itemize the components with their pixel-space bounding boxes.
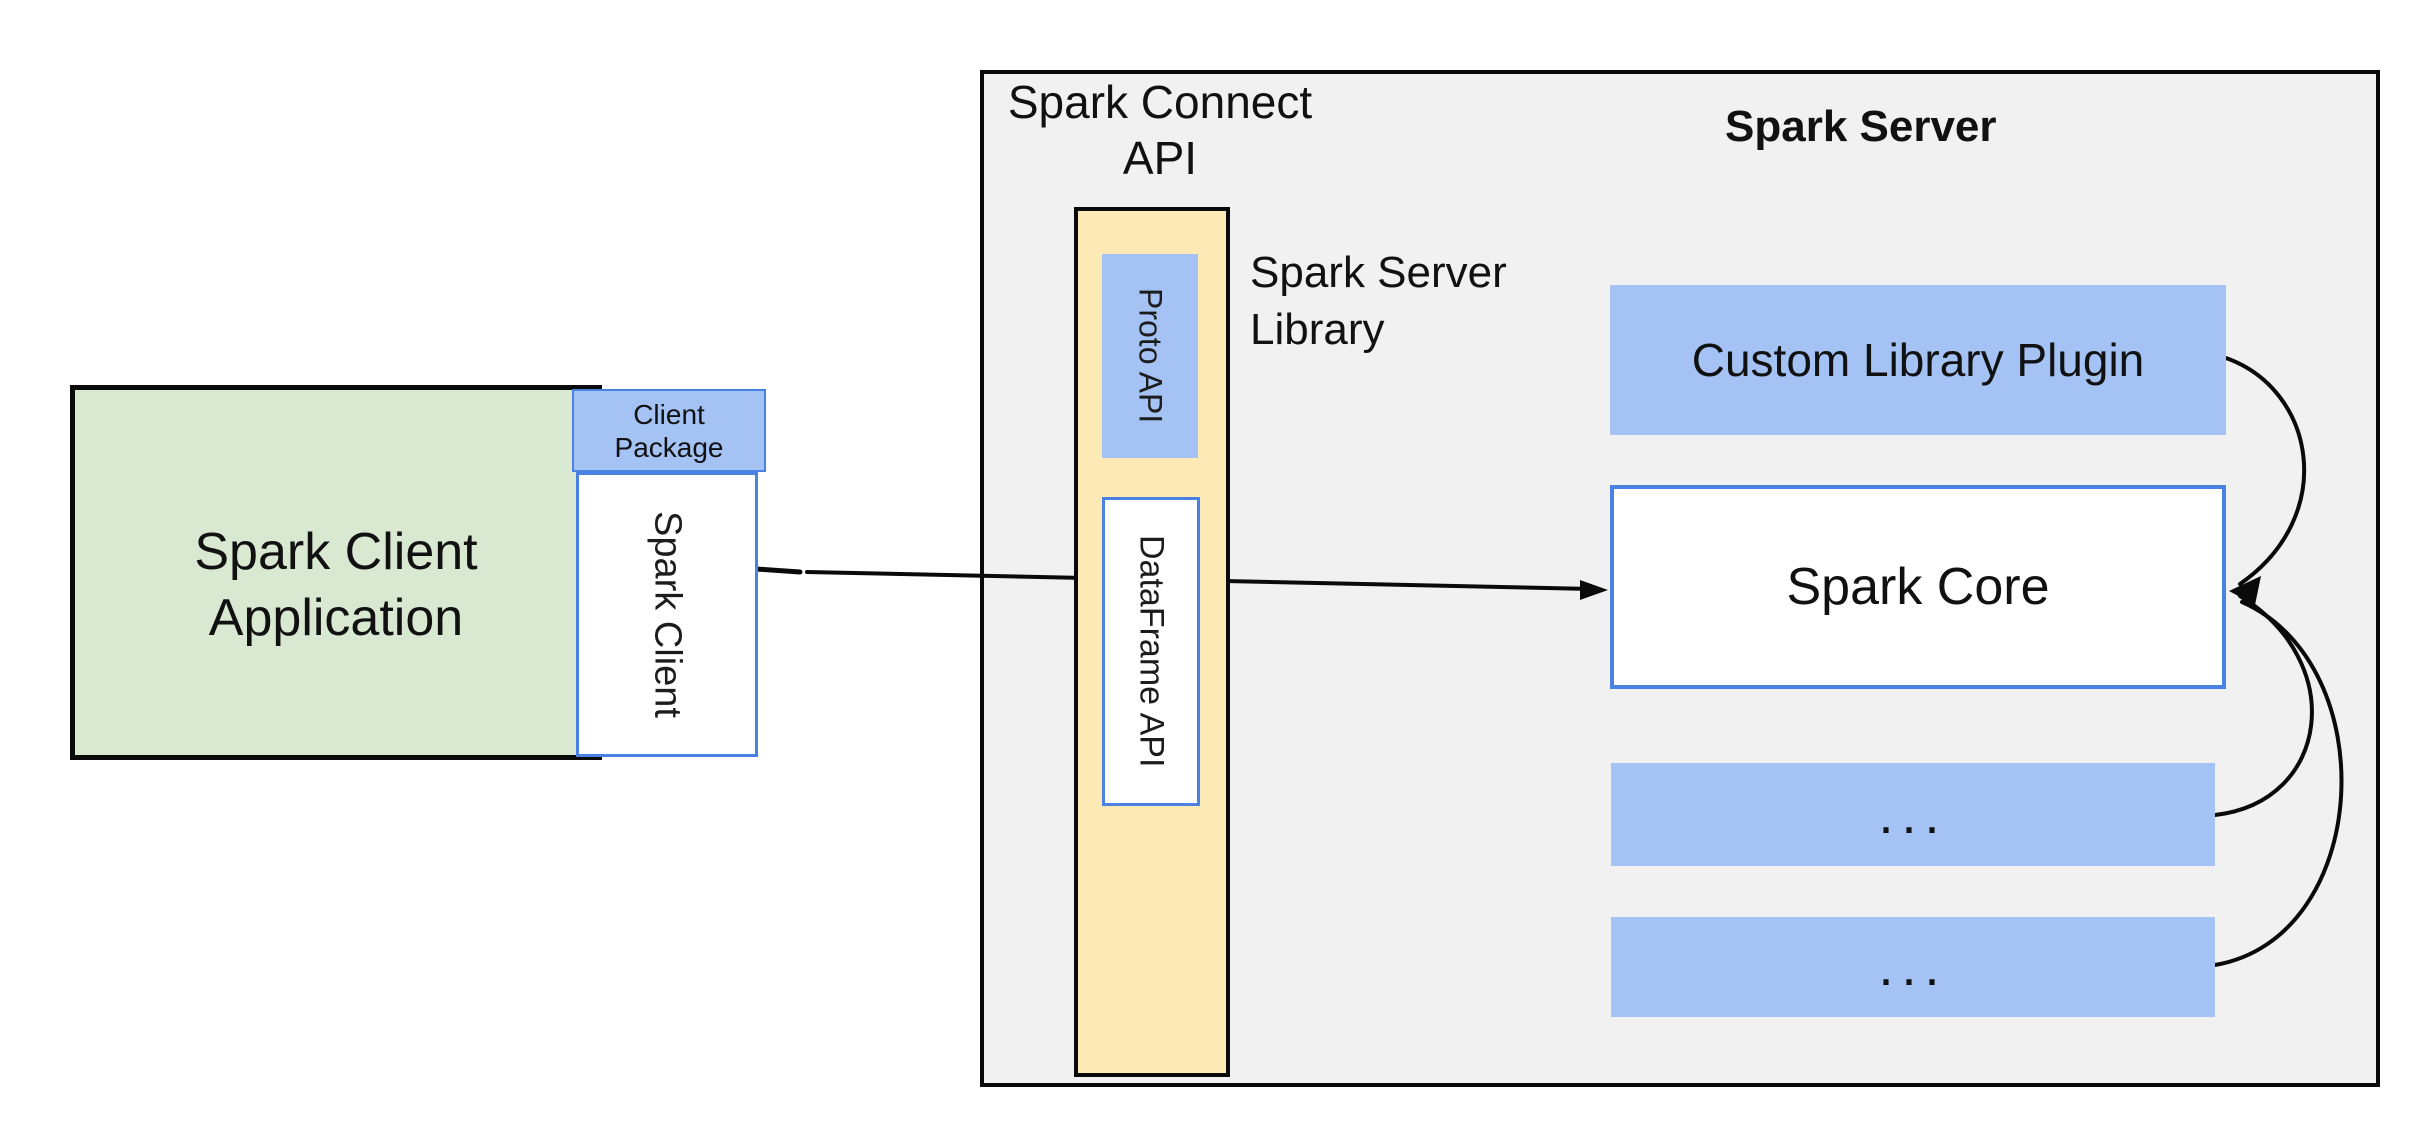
arrow-more1-to-core-curve [2213, 594, 2314, 817]
more-plugins-box-1: ... [1611, 763, 2215, 866]
more-plugins-label-2: ... [1878, 937, 1948, 997]
spark-client-application-label-line1: Spark Client [194, 522, 478, 581]
dataframe-api-box: DataFrame API [1102, 497, 1200, 806]
proto-api-label: Proto API [1132, 288, 1169, 424]
arrowhead-into-core-right [2229, 576, 2261, 605]
spark-client-application-box: Spark Client Application [70, 385, 602, 760]
arrow-client-to-server-segment [753, 566, 803, 575]
arrowhead-into-core-left [1580, 580, 1608, 600]
more-plugins-box-2: ... [1611, 917, 2215, 1017]
spark-client-application-label-line2: Application [208, 588, 464, 647]
proto-api-box: Proto API [1102, 254, 1198, 458]
spark-core-box: Spark Core [1610, 485, 2226, 689]
spark-server-library-label-line2: Library [1250, 305, 1385, 354]
dataframe-api-label: DataFrame API [1132, 535, 1171, 768]
spark-client-box: Spark Client [576, 472, 758, 757]
spark-server-library-label-line1: Spark Server [1250, 248, 1507, 297]
client-package-label-line2: Package [614, 431, 724, 463]
arrow-plugin-to-core-curve [2224, 356, 2307, 586]
custom-library-plugin-box: Custom Library Plugin [1610, 285, 2226, 435]
custom-library-plugin-label: Custom Library Plugin [1691, 334, 2145, 386]
client-package-box: Client Package [572, 389, 766, 472]
spark-connect-api-title-line1: Spark Connect [1007, 76, 1313, 128]
spark-client-label: Spark Client [646, 511, 689, 718]
client-package-label: Client Package [615, 398, 724, 464]
spark-server-library-label: Spark Server Library [1250, 244, 1507, 358]
client-package-label-line1: Client [633, 398, 705, 430]
spark-connect-api-title: Spark Connect API [1000, 74, 1320, 186]
spark-core-label: Spark Core [1786, 558, 2050, 616]
spark-client-application-label: Spark Client Application [194, 519, 477, 651]
arrow-more2-to-core-curve [2213, 600, 2344, 967]
spark-connect-api-title-line2: API [1122, 132, 1198, 184]
more-plugins-label-1: ... [1878, 784, 1948, 845]
spark-server-title: Spark Server [1725, 102, 1997, 151]
